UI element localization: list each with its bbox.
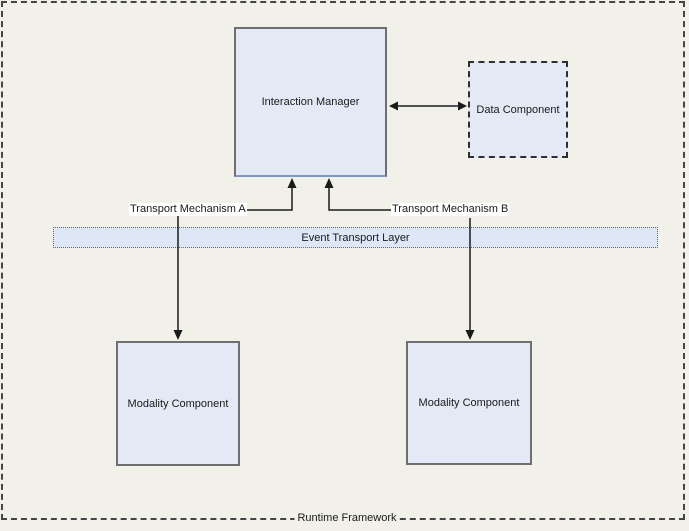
interaction-manager-label: Interaction Manager	[261, 96, 360, 108]
modality-component-left-box: Modality Component	[116, 341, 240, 466]
interaction-manager-box: Interaction Manager	[234, 27, 387, 177]
runtime-framework-label: Runtime Framework	[294, 511, 400, 525]
transport-mechanism-a-label: Transport Mechanism A	[129, 203, 247, 216]
data-component-label: Data Component	[476, 103, 560, 116]
event-transport-layer-band: Event Transport Layer	[53, 227, 658, 248]
modality-component-right-label: Modality Component	[418, 397, 520, 409]
modality-component-left-label: Modality Component	[127, 397, 229, 410]
transport-mechanism-b-label: Transport Mechanism B	[391, 203, 510, 216]
modality-component-right-box: Modality Component	[406, 341, 532, 465]
data-component-box: Data Component	[468, 61, 568, 158]
event-transport-layer-label: Event Transport Layer	[301, 231, 410, 244]
